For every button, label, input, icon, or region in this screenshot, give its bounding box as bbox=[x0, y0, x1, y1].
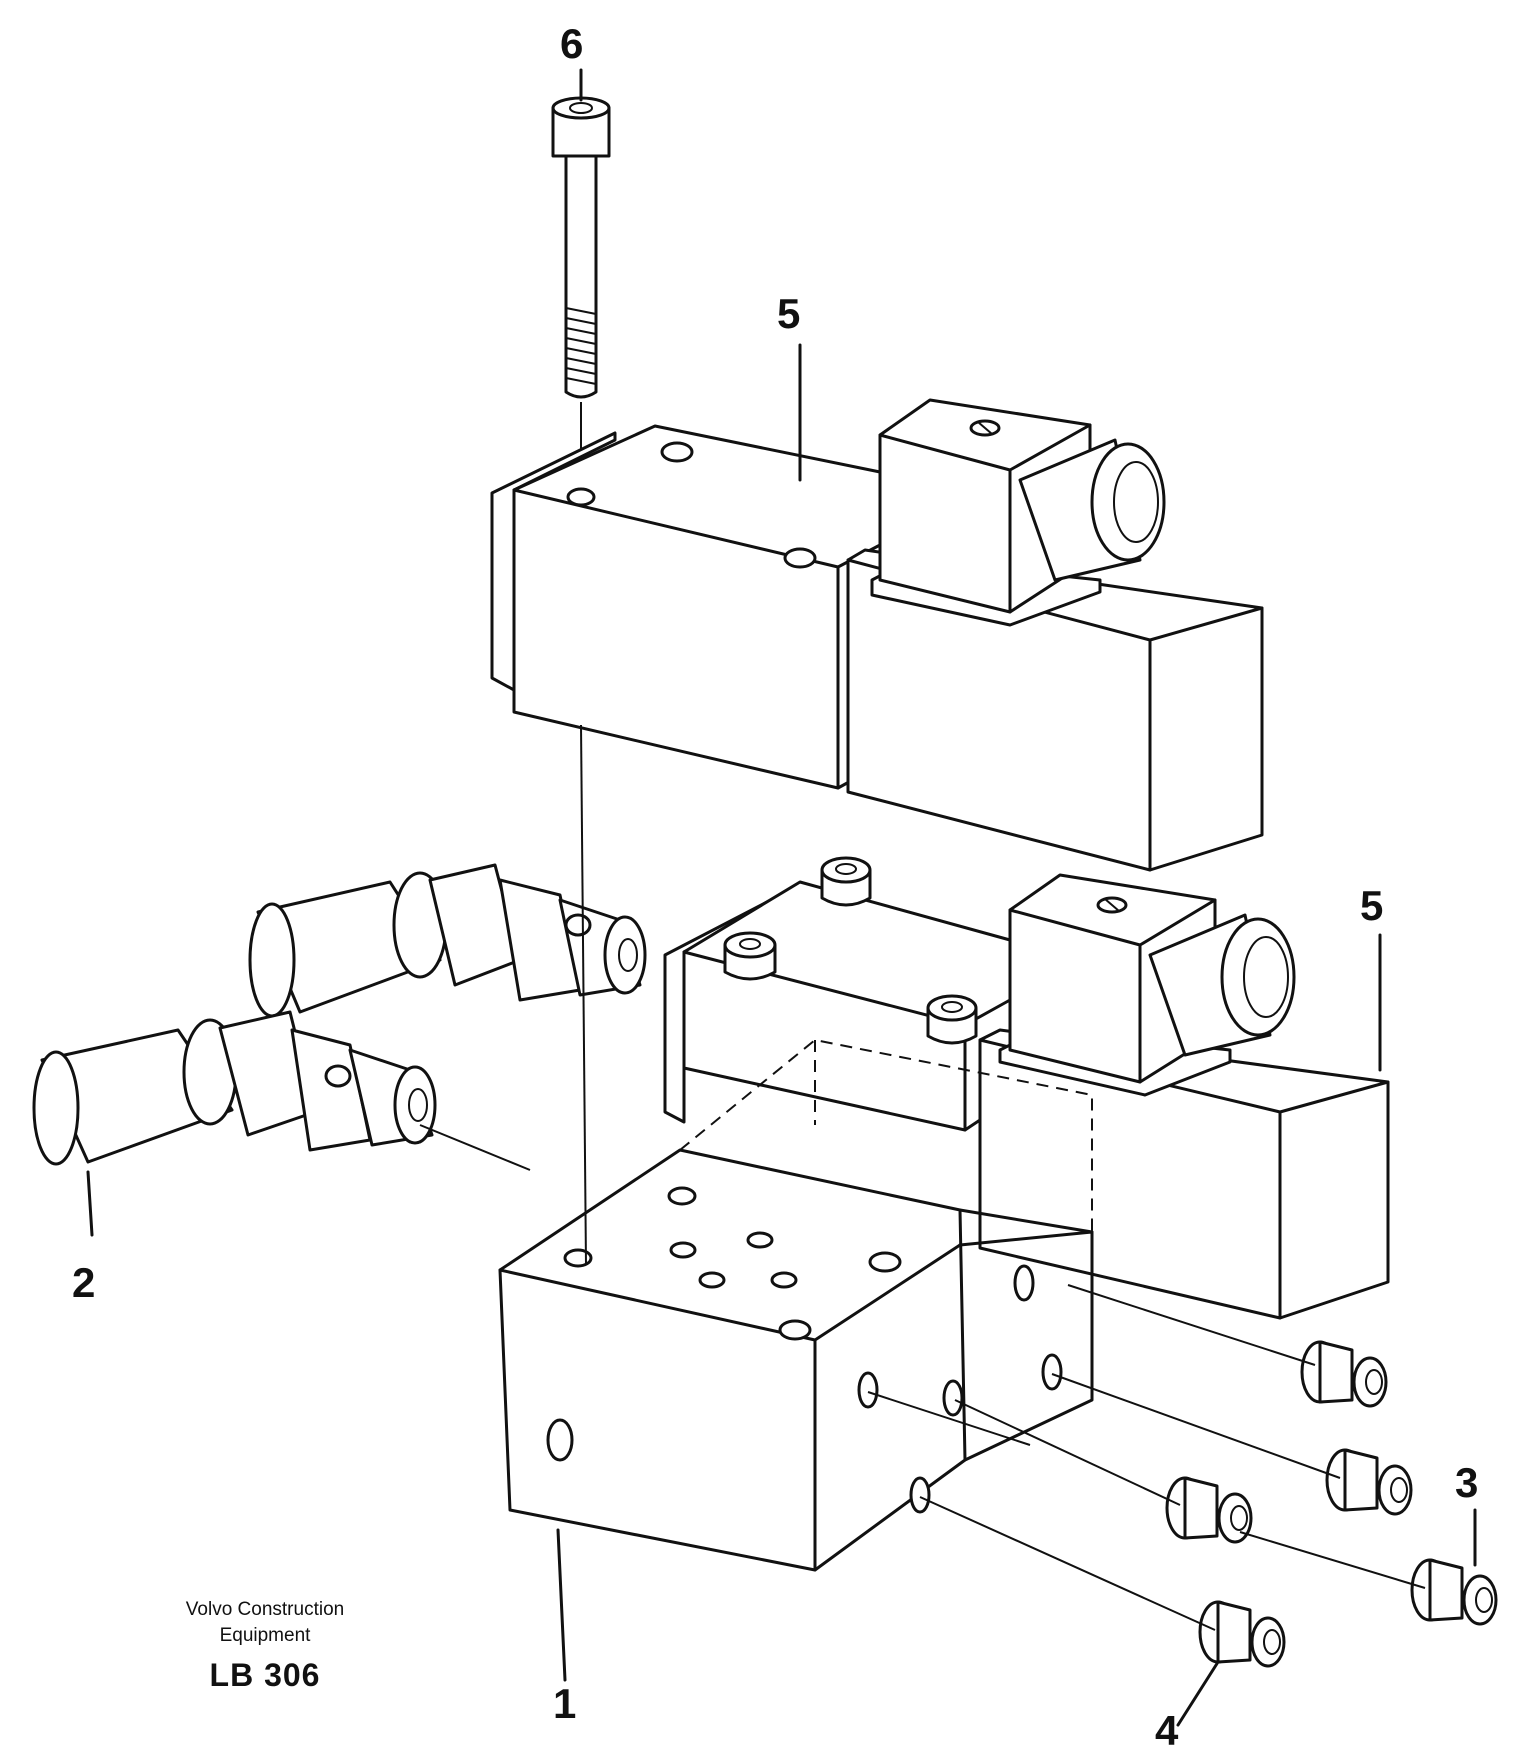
manifold-block bbox=[498, 1038, 1094, 1572]
caption-company: Volvo Construction bbox=[185, 1599, 345, 1620]
lower-valve-bolt-head bbox=[723, 931, 777, 981]
lower-directional-valve bbox=[663, 856, 1390, 1320]
callout-6: 6 bbox=[560, 20, 583, 67]
assembly-lines bbox=[419, 724, 1426, 1631]
callout-4: 4 bbox=[1155, 1707, 1179, 1750]
plug bbox=[1198, 1600, 1286, 1668]
relief-cartridge-upper bbox=[248, 863, 647, 1018]
plug bbox=[1325, 1448, 1413, 1516]
publisher-caption: Volvo Construction Equipment LB 306 bbox=[150, 1597, 380, 1694]
cap-screw bbox=[551, 96, 611, 480]
lower-valve-bolt-head bbox=[926, 994, 978, 1045]
callout-3: 3 bbox=[1455, 1459, 1478, 1506]
caption-division: Equipment bbox=[219, 1625, 311, 1646]
lower-valve-bolt-head bbox=[820, 856, 872, 907]
upper-directional-valve bbox=[490, 398, 1264, 872]
plug bbox=[1410, 1558, 1498, 1626]
callout-1: 1 bbox=[553, 1680, 576, 1727]
relief-cartridge-lower bbox=[32, 1010, 437, 1166]
callout-2: 2 bbox=[72, 1259, 95, 1306]
plug bbox=[1165, 1476, 1253, 1544]
plug bbox=[1300, 1340, 1388, 1408]
caption-figure-code: LB 306 bbox=[209, 1657, 321, 1693]
callout-5-upper: 5 bbox=[777, 290, 800, 337]
callout-5-lower: 5 bbox=[1360, 882, 1383, 929]
leader-lines bbox=[86, 68, 1477, 1727]
